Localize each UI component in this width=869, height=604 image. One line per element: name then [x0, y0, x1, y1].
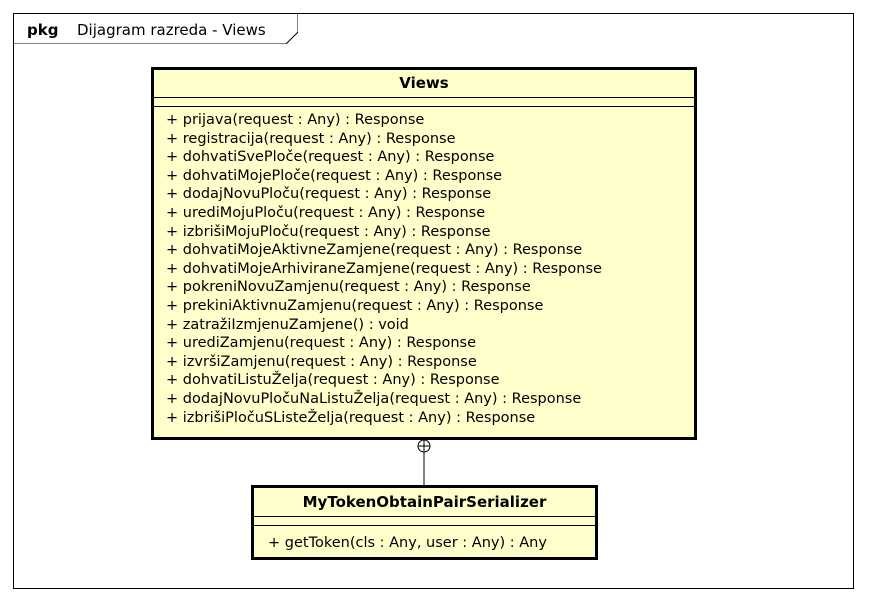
operation: + izbrišiMojuPloču(request : Any) : Resp…	[166, 223, 491, 240]
operation: + dodajNovuPloču(request : Any) : Respon…	[166, 186, 492, 203]
class-views-operations: + prijava(request : Any) : Response + re…	[154, 107, 694, 427]
package-keyword: pkg	[27, 21, 59, 39]
operation: + dohvatiMojePloče(request : Any) : Resp…	[166, 167, 503, 184]
operation: + urediMojuPloču(request : Any) : Respon…	[166, 204, 486, 221]
class-mytokenobtainpairserializer[interactable]: MyTokenObtainPairSerializer + getToken(c…	[251, 485, 598, 560]
operation: + getToken(cls : Any, user : Any) : Any	[268, 535, 547, 551]
class-serializer-title: MyTokenObtainPairSerializer	[254, 488, 595, 517]
class-serializer-attributes	[254, 517, 595, 526]
operation: + registracija(request : Any) : Response	[166, 130, 456, 147]
operation: + izvršiZamjenu(request : Any) : Respons…	[166, 353, 477, 370]
operation: + dohvatiMojeAktivneZamjene(request : An…	[166, 242, 583, 259]
class-views-title: Views	[154, 70, 694, 98]
operation: + prekiniAktivnuZamjenu(request : Any) :…	[166, 297, 544, 314]
operation: + izbrišiPločuSListeŽelja(request : Any)…	[166, 409, 536, 426]
class-views-attributes	[154, 98, 694, 107]
operation: + dohvatiMojeArhiviraneZamjene(request :…	[166, 260, 602, 277]
operation: + zatražiIzmjenuZamjene() : void	[166, 316, 409, 333]
operation: + dohvatiSvePloče(request : Any) : Respo…	[166, 149, 495, 166]
package-name: Dijagram razreda - Views	[77, 21, 266, 39]
package-label: pkg Dijagram razreda - Views	[13, 13, 298, 44]
operation: + prijava(request : Any) : Response	[166, 112, 425, 128]
class-serializer-operations: + getToken(cls : Any, user : Any) : Any	[254, 526, 595, 553]
operation: + urediZamjenu(request : Any) : Response	[166, 335, 476, 352]
package-label-tab-shape	[13, 13, 298, 44]
class-views[interactable]: Views + prijava(request : Any) : Respons…	[151, 67, 697, 440]
package-frame	[13, 13, 854, 589]
operation: + dodajNovuPločuNaListuŽelja(request : A…	[166, 390, 582, 407]
operation: + pokreniNovuZamjenu(request : Any) : Re…	[166, 279, 531, 296]
operation: + dohvatiListuŽelja(request : Any) : Res…	[166, 372, 500, 389]
